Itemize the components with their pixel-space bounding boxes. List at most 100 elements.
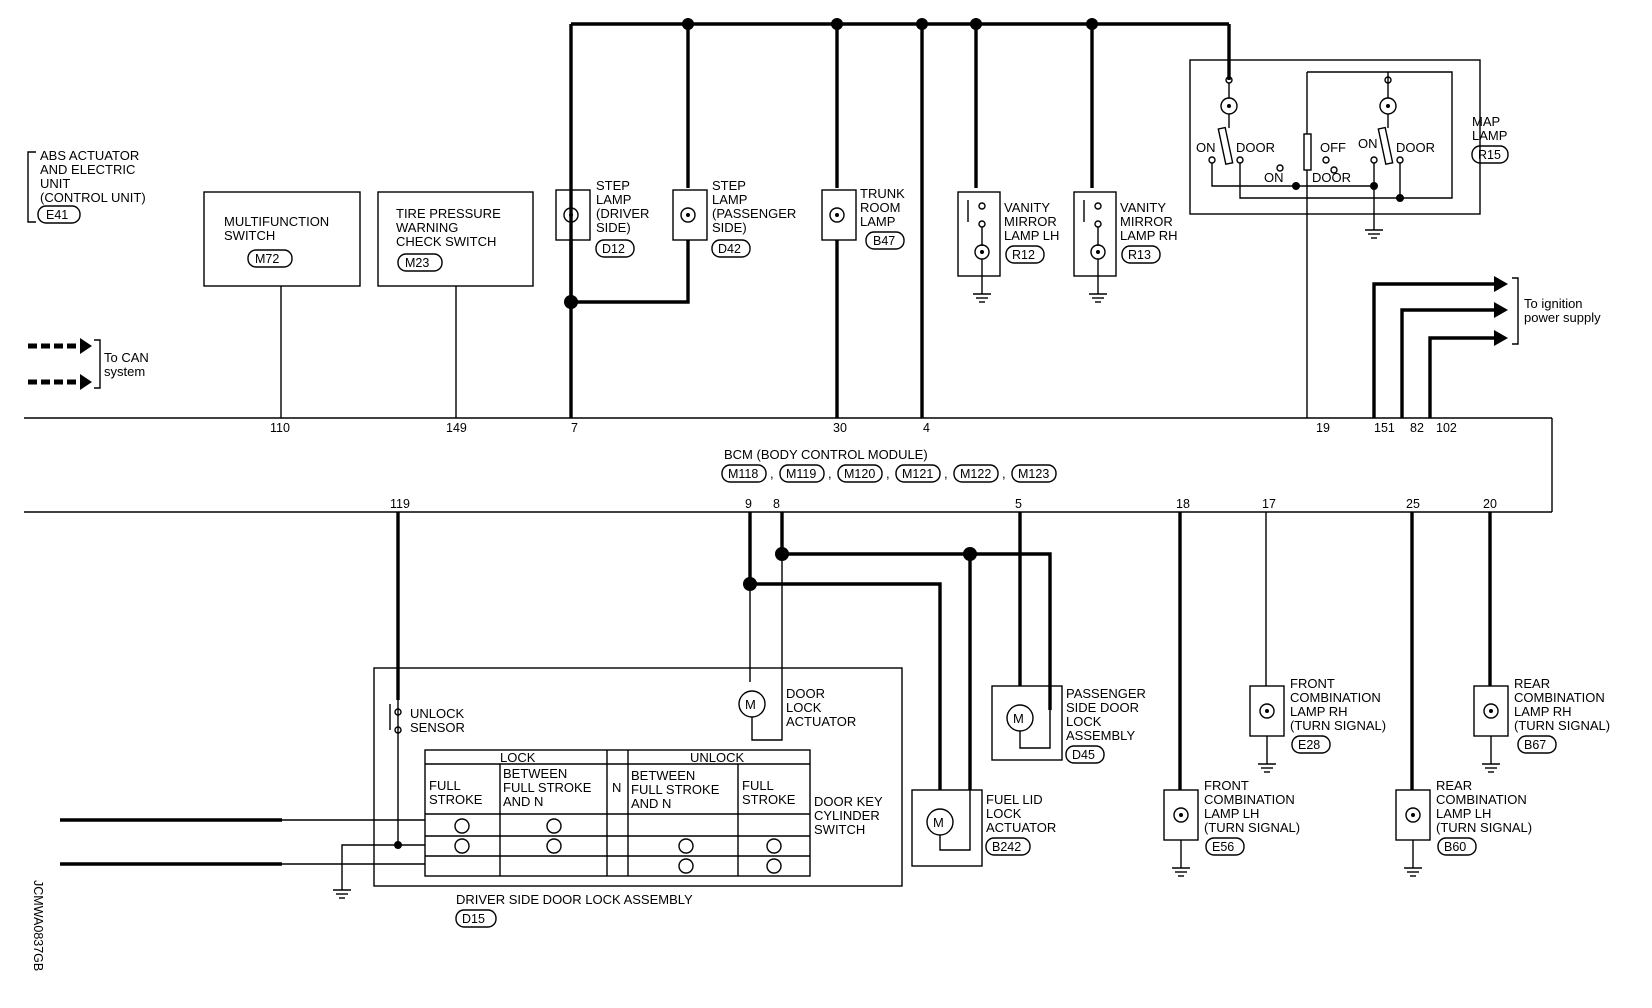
door-lock-actuator-label-1: DOOR [786, 686, 825, 701]
unlock-sensor-label-2: SENSOR [410, 720, 465, 735]
trunk-ref: B47 [873, 234, 895, 248]
tire-pressure-switch: TIRE PRESSURE WARNING CHECK SWITCH M23 [377, 191, 534, 418]
trunk-label-3: LAMP [860, 214, 895, 229]
rear-combination-lamp-rh: REAR COMBINATION LAMP RH (TURN SIGNAL) B… [1473, 512, 1610, 773]
interior-lamp-bus [569, 18, 1231, 418]
vanity-lh-label-2: MIRROR [1004, 214, 1057, 229]
door-lock-actuator-label-3: ACTUATOR [786, 714, 856, 729]
bcm-ref-1: M118 [728, 467, 758, 481]
multifunction-switch: MULTIFUNCTION SWITCH M72 [203, 191, 361, 418]
pin-5: 5 [1015, 497, 1022, 511]
abs-label-1: ABS ACTUATOR [40, 148, 139, 163]
fuel-lid-label-2: LOCK [986, 806, 1022, 821]
lock-actuator-wiring [750, 512, 1052, 790]
rear-lh-label-3: LAMP LH [1436, 806, 1491, 821]
vanity-mirror-lamp-lh: VANITY MIRROR LAMP LH R12 [957, 191, 1059, 303]
vanity-rh-ref: R13 [1128, 248, 1151, 262]
front-rh-label-4: (TURN SIGNAL) [1290, 718, 1386, 733]
ignition-label-2: power supply [1524, 310, 1601, 325]
front-lh-ref: E56 [1212, 840, 1234, 854]
abs-label-3: UNIT [40, 176, 70, 191]
svg-text:,: , [770, 466, 774, 481]
pin-30: 30 [833, 421, 847, 435]
pin-4: 4 [923, 421, 930, 435]
rear-rh-label-3: LAMP RH [1514, 704, 1572, 719]
step-driver-label-1: STEP [596, 178, 630, 193]
table-between-1c: AND N [503, 794, 543, 809]
table-between-2a: BETWEEN [631, 768, 695, 783]
passenger-lock-label-2: SIDE DOOR [1066, 700, 1139, 715]
pin-18: 18 [1176, 497, 1190, 511]
rear-lh-label-4: (TURN SIGNAL) [1436, 820, 1532, 835]
multifunction-label-2: SWITCH [224, 228, 275, 243]
front-lh-label-4: (TURN SIGNAL) [1204, 820, 1300, 835]
pin-82: 82 [1410, 421, 1424, 435]
vanity-rh-label-2: MIRROR [1120, 214, 1173, 229]
trunk-label-2: ROOM [860, 200, 900, 215]
passenger-lock-label-1: PASSENGER [1066, 686, 1146, 701]
step-driver-ref: D12 [602, 242, 625, 256]
ignition-label-1: To ignition [1524, 296, 1583, 311]
trunk-label-1: TRUNK [860, 186, 905, 201]
bcm-ref-3: M120 [844, 467, 875, 481]
map-lamp-label-2: LAMP [1472, 128, 1507, 143]
step-lamp-driver: STEP LAMP (DRIVER SIDE) D12 [555, 178, 649, 302]
pin-151: 151 [1374, 421, 1395, 435]
vanity-lh-ref: R12 [1012, 248, 1035, 262]
driver-lock-assembly-ref: D15 [462, 912, 485, 926]
front-combination-lamp-lh: FRONT COMBINATION LAMP LH (TURN SIGNAL) … [1163, 512, 1300, 877]
unlock-sensor-label-1: UNLOCK [410, 706, 465, 721]
tire-pressure-label-1: TIRE PRESSURE [396, 206, 501, 221]
step-driver-label-2: LAMP [596, 192, 631, 207]
map-on-right: ON [1358, 136, 1378, 151]
table-n: N [612, 780, 621, 795]
table-full-stroke-1b: STROKE [429, 792, 483, 807]
bcm-connector-refs: M118 , M119 , M120 , M121 , M122 , M123 [721, 464, 1057, 483]
door-lock-motor-symbol: M [745, 697, 756, 712]
table-unlock-header: UNLOCK [690, 750, 745, 765]
vanity-lh-label-1: VANITY [1004, 200, 1050, 215]
pin-20: 20 [1483, 497, 1497, 511]
rear-lh-label-1: REAR [1436, 778, 1472, 793]
front-lh-label-1: FRONT [1204, 778, 1249, 793]
map-lamp-label-1: MAP [1472, 114, 1500, 129]
vanity-rh-label-1: VANITY [1120, 200, 1166, 215]
table-between-2b: FULL STROKE [631, 782, 720, 797]
abs-label-2: AND ELECTRIC [40, 162, 135, 177]
door-lock-actuator-label-2: LOCK [786, 700, 822, 715]
front-rh-label-1: FRONT [1290, 676, 1335, 691]
front-lh-label-2: COMBINATION [1204, 792, 1295, 807]
fuel-lid-lock-actuator: M FUEL LID LOCK ACTUATOR B242 [911, 789, 1056, 867]
rear-rh-label-4: (TURN SIGNAL) [1514, 718, 1610, 733]
multifunction-label-1: MULTIFUNCTION [224, 214, 329, 229]
passenger-motor-symbol: M [1013, 711, 1024, 726]
front-rh-label-3: LAMP RH [1290, 704, 1348, 719]
pin-9: 9 [745, 497, 752, 511]
bcm-ref-6: M123 [1018, 467, 1049, 481]
table-full-stroke-1a: FULL [429, 778, 461, 793]
pin-19: 19 [1316, 421, 1330, 435]
step-passenger-label-4: SIDE) [712, 220, 747, 235]
map-lamp-ref: R15 [1478, 148, 1501, 162]
tire-pressure-label-3: CHECK SWITCH [396, 234, 496, 249]
passenger-lock-label-3: LOCK [1066, 714, 1102, 729]
map-door-left: DOOR [1236, 140, 1275, 155]
key-cylinder-label-2: CYLINDER [814, 808, 880, 823]
front-combination-lamp-rh: FRONT COMBINATION LAMP RH (TURN SIGNAL) … [1249, 512, 1386, 773]
rear-combination-lamp-lh: REAR COMBINATION LAMP LH (TURN SIGNAL) B… [1395, 512, 1532, 877]
can-label-2: system [104, 364, 145, 379]
map-on-left: ON [1196, 140, 1216, 155]
pin-149: 149 [446, 421, 467, 435]
table-between-1b: FULL STROKE [503, 780, 592, 795]
pin-8: 8 [773, 497, 780, 511]
bcm-ref-5: M122 [960, 467, 991, 481]
fuel-lid-label-1: FUEL LID [986, 792, 1043, 807]
table-lock-header: LOCK [500, 750, 536, 765]
svg-text:,: , [1002, 466, 1006, 481]
pin-17: 17 [1262, 497, 1276, 511]
key-cylinder-label-1: DOOR KEY [814, 794, 883, 809]
key-cylinder-label-3: SWITCH [814, 822, 865, 837]
vanity-mirror-lamp-rh: VANITY MIRROR LAMP RH R13 [1073, 191, 1178, 303]
front-rh-ref: E28 [1298, 738, 1320, 752]
front-rh-label-2: COMBINATION [1290, 690, 1381, 705]
